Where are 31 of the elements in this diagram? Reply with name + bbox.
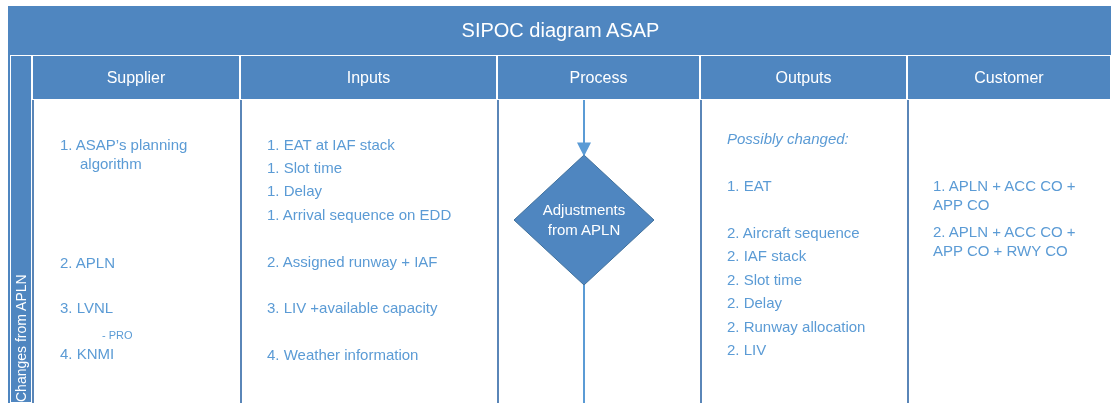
lane-header: Changes from APLN — [10, 55, 32, 403]
note: Possibly changed: — [727, 129, 849, 148]
list-item: 1. Delay — [267, 181, 323, 200]
list-item: 4. Weather information — [267, 345, 419, 364]
column-header: Supplier — [32, 55, 240, 100]
list-item: 2. Runway allocation — [727, 317, 866, 336]
list-item: 3. LVNL — [60, 298, 114, 317]
arrow — [577, 99, 591, 157]
decision-diamond: Adjustments from APLN — [514, 155, 654, 285]
list-item: 1. EAT — [727, 176, 772, 195]
column-header: Process — [497, 55, 700, 100]
list-item: 1. Arrival sequence on EDD — [267, 205, 452, 224]
list-item: 4. KNMI — [60, 344, 115, 363]
sub-item: - PRO — [102, 328, 133, 343]
column-header: Customer — [907, 55, 1111, 100]
list-item: 2. Slot time — [727, 270, 803, 289]
diagram-title: SIPOC diagram ASAP — [460, 17, 661, 43]
list-item: 1. APLN + ACC CO + APP CO — [933, 176, 1077, 214]
list-item: 2. Delay — [727, 293, 783, 312]
list-item: 1. EAT at IAF stack — [267, 135, 395, 154]
list-item: 1. Slot time — [267, 158, 343, 177]
list-item: 2. Assigned runway + IAF — [267, 252, 438, 271]
list-item: 2. APLN + ACC CO + APP CO + RWY CO — [933, 222, 1077, 260]
column-header: Outputs — [700, 55, 907, 100]
list-item: 2. Aircraft sequence — [727, 223, 860, 242]
list-item: 2. LIV — [727, 340, 767, 359]
list-item: 3. LIV +available capacity — [267, 298, 438, 317]
list-item: 2. APLN — [60, 253, 116, 272]
list-item: 2. IAF stack — [727, 246, 807, 265]
list-item: 1. ASAP’s planning algorithm — [60, 135, 189, 173]
column-header: Inputs — [240, 55, 497, 100]
